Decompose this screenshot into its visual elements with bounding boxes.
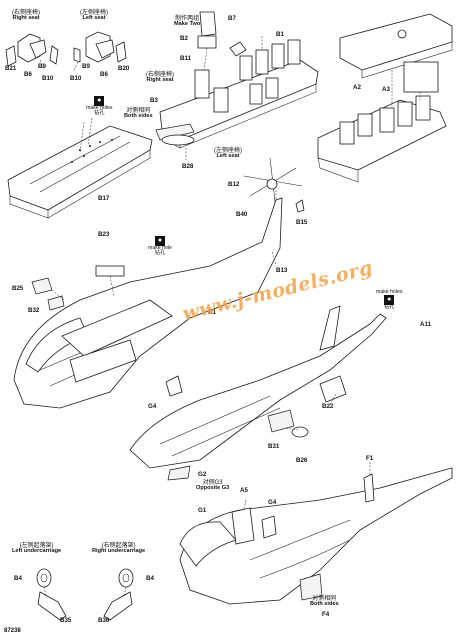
part-label-b23: B23 (98, 231, 110, 238)
caption-right-seat-top: (右侧座椅)Right seat (12, 10, 40, 22)
part-label-a3: A3 (382, 86, 390, 93)
nose-assembly (179, 462, 453, 605)
part-label-b3: B3 (150, 97, 158, 104)
part-label-b13: B13 (276, 267, 288, 274)
drill-icon: ● (384, 295, 395, 306)
undercarriage-right (103, 568, 134, 621)
part-label-b11: B11 (180, 55, 192, 62)
part-label-b4-left: B4 (14, 575, 22, 582)
part-label-a2: A2 (353, 84, 361, 91)
drill-icon: ● (94, 96, 105, 106)
seat-group-top-left (5, 31, 127, 71)
page-number: 87238 (4, 628, 21, 634)
part-label-b20: B20 (118, 65, 130, 72)
part-label-b2: B2 (180, 35, 188, 42)
part-label-b28: B28 (182, 163, 194, 170)
make-holes-marker-3: make holes●钻孔 (376, 289, 403, 311)
part-label-b35: B35 (60, 617, 72, 624)
part-label-g1: G1 (198, 507, 207, 514)
part-label-b9-left: B9 (38, 63, 46, 70)
caption-left-seat-top: (左侧座椅)Left seat (80, 10, 108, 22)
part-label-b25: B25 (12, 285, 24, 292)
drill-icon: ● (154, 236, 165, 246)
part-label-b10-right: B10 (70, 75, 82, 82)
caption-left-seat-mid: (左侧座椅)Left seat (214, 148, 242, 160)
part-label-b4-right: B4 (146, 575, 154, 582)
part-label-b21: B21 (5, 65, 17, 72)
part-label-b15: B15 (296, 219, 308, 226)
undercarriage-left (36, 568, 67, 621)
part-label-b10-left: B10 (42, 75, 54, 82)
part-label-g2: G2 (198, 471, 207, 478)
part-label-a1: A1 (208, 309, 216, 316)
part-label-b6-right: B6 (100, 71, 108, 78)
part-label-b31: B31 (268, 443, 280, 450)
part-label-g4-upper: G4 (148, 403, 157, 410)
part-label-b12: B12 (228, 181, 240, 188)
part-label-b9-right: B9 (82, 63, 90, 70)
part-label-b32: B32 (28, 307, 40, 314)
part-label-b36: B36 (98, 617, 110, 624)
part-label-b1: B1 (276, 31, 284, 38)
caption-right-undercarriage: (右侧起落架)Right undercarriage (92, 543, 146, 555)
part-label-a11: A11 (420, 321, 432, 328)
floor-panel-b17 (7, 117, 153, 219)
caption-left-undercarriage-text: (左侧起落架)Left undercarriage (12, 543, 62, 555)
assembly-arrow (229, 41, 247, 57)
fuselage-half-right (129, 305, 387, 481)
part-label-f1: F1 (366, 455, 374, 462)
part-label-b26: B26 (296, 457, 308, 464)
part-label-b17: B17 (98, 195, 110, 202)
part-label-g4-lower: G4 (268, 499, 277, 506)
cabin-floor-seats (155, 11, 319, 160)
fuselage-half-a1 (13, 197, 283, 409)
part-label-b6-left: B6 (24, 71, 32, 78)
cabin-walls-a2-a3 (317, 13, 453, 183)
part-label-b7: B7 (228, 15, 236, 22)
part-label-b40: B40 (236, 211, 248, 218)
part-label-b22: B22 (322, 403, 334, 410)
part-label-a5: A5 (240, 487, 248, 494)
part-label-f4: F4 (322, 611, 330, 618)
rotor-head (243, 157, 305, 213)
caption-right-seat-mid: (右侧座椅)Right seat (146, 72, 174, 84)
